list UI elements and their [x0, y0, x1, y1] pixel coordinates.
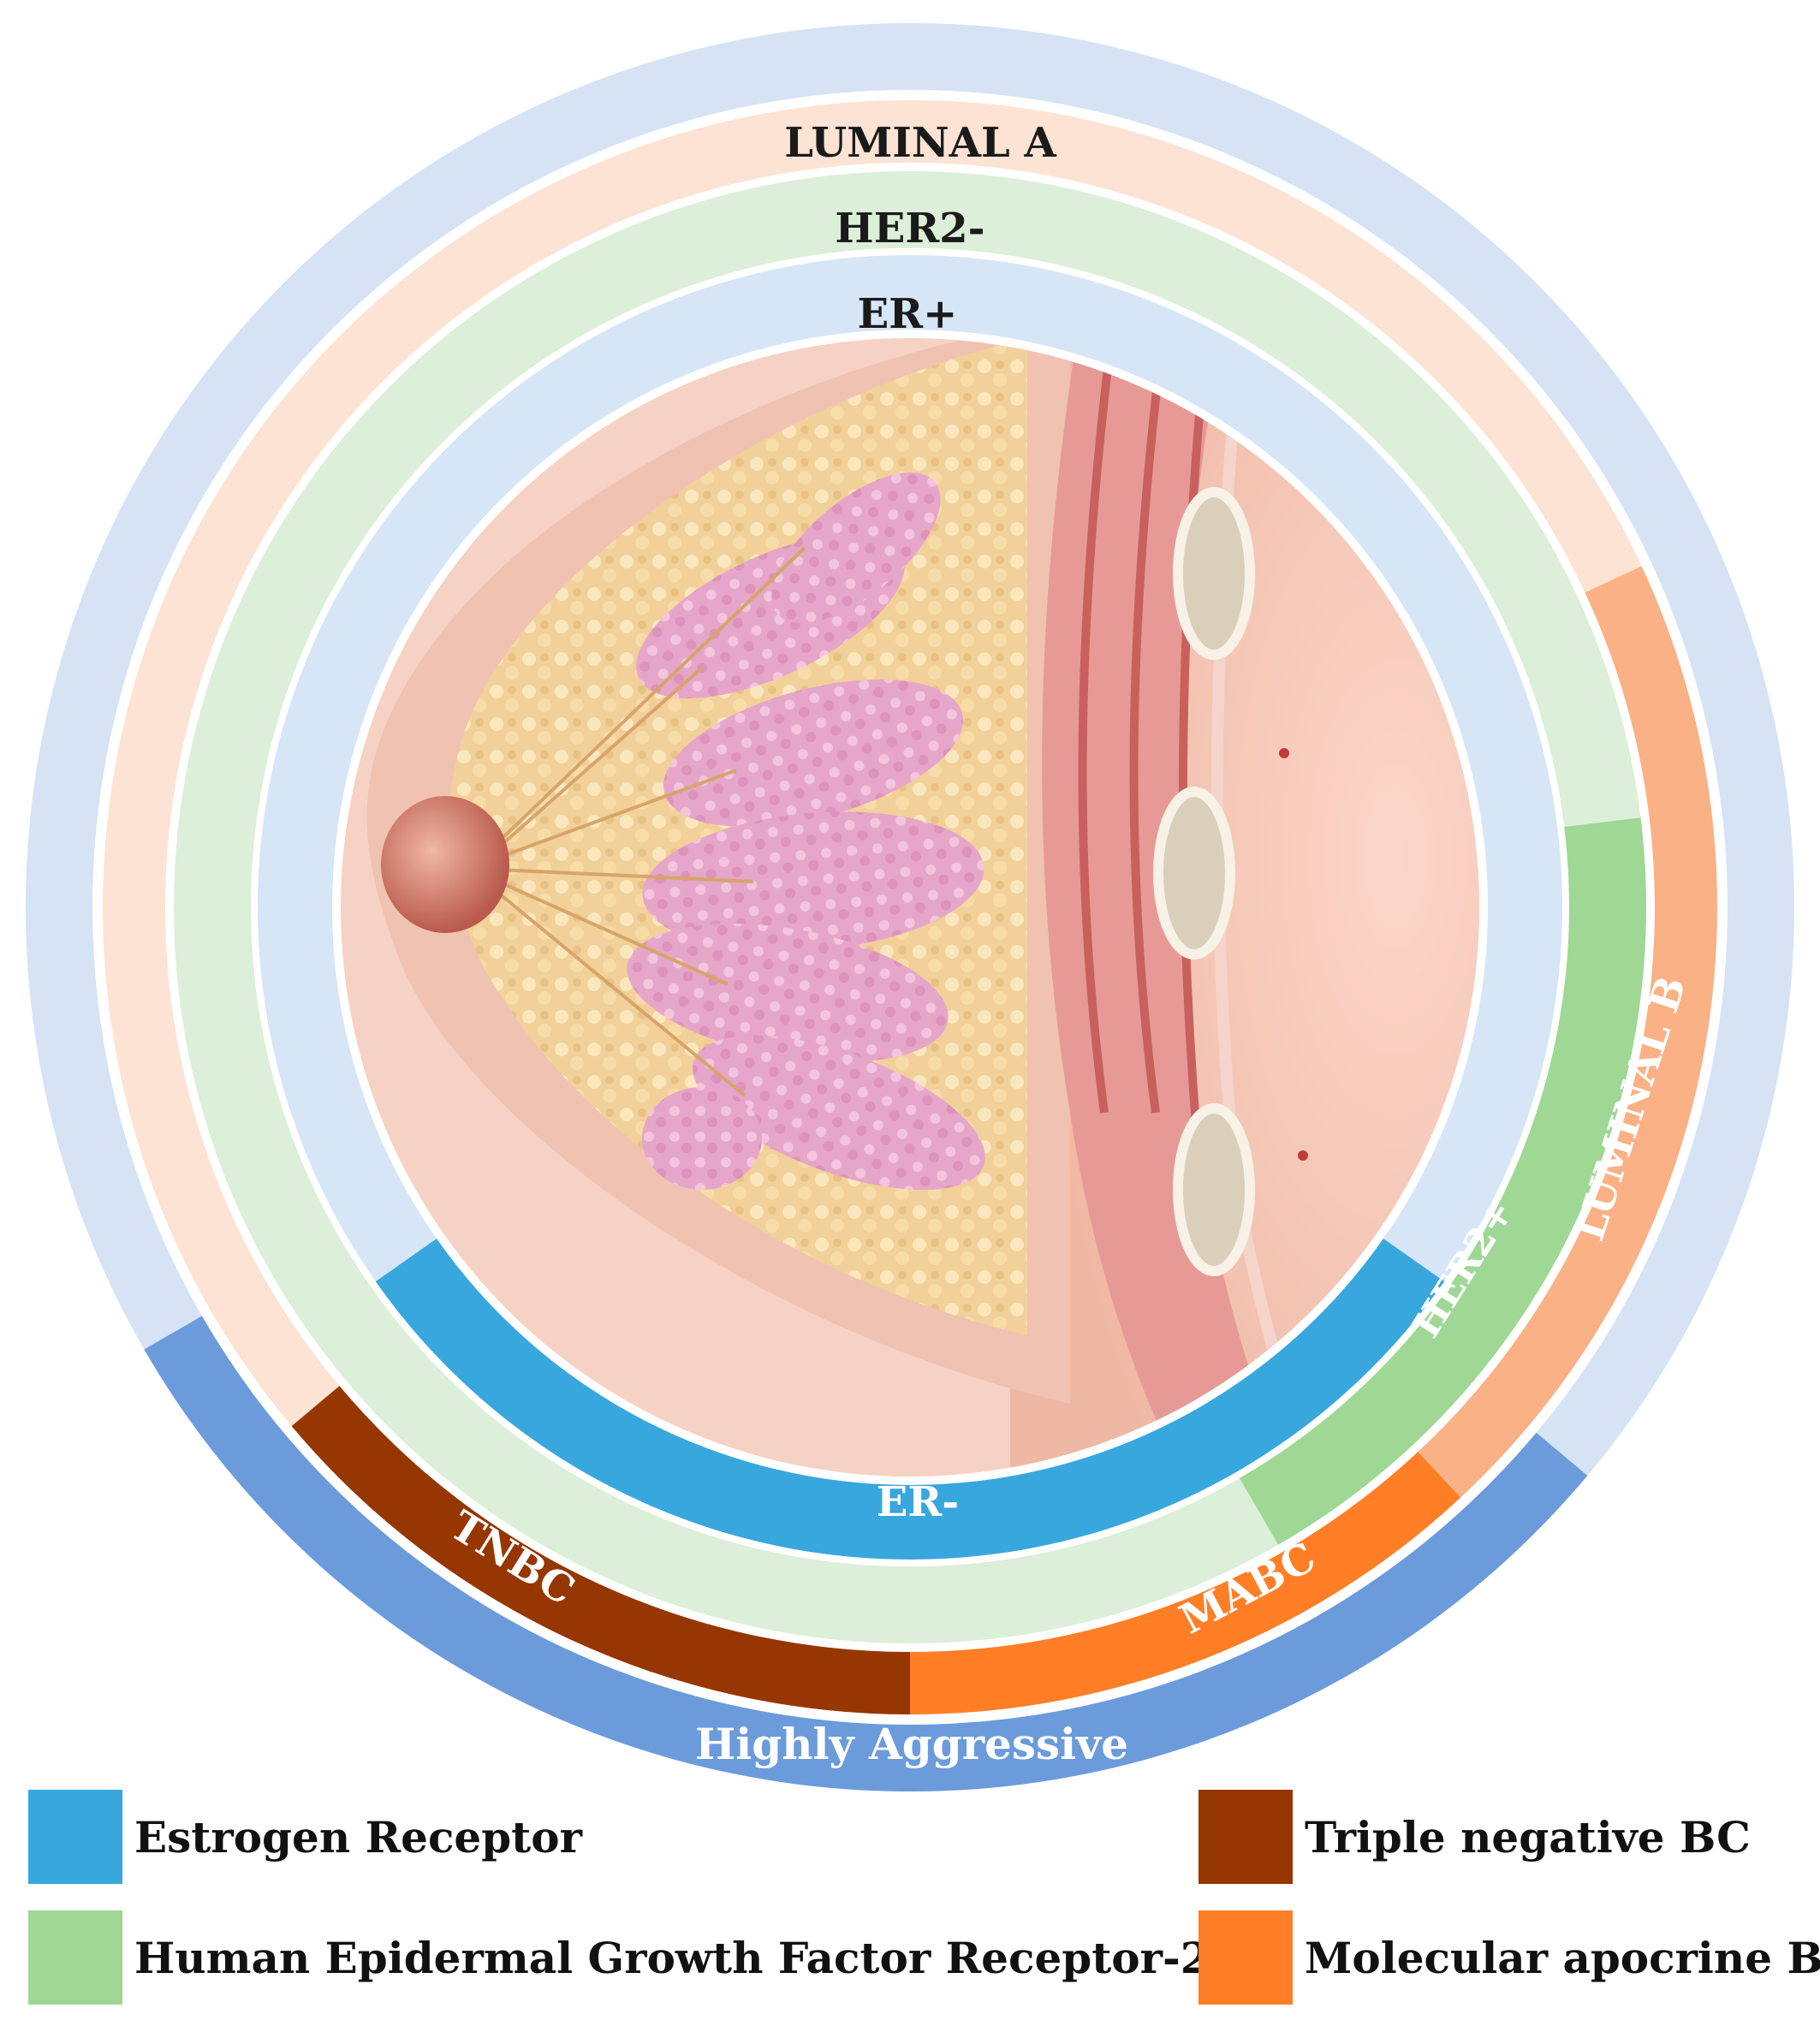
legend-swatch-estrogen-receptor [28, 1790, 122, 1884]
ribs [1153, 487, 1255, 1276]
luminal-a-label: LUMINAL A [784, 119, 1056, 167]
legend-label: Human Epidermal Growth Factor Receptor-2 [134, 1932, 1210, 1983]
er-negative-label: ER- [877, 1478, 959, 1526]
luminal-b-band [1418, 566, 1717, 1498]
legend-item-triple-negative: Triple negative BC [1198, 1790, 1751, 1884]
legend-swatch-triple-negative [1198, 1790, 1293, 1884]
tnbc-band [291, 1386, 910, 1714]
legend-swatch-molecular-apocrine [1198, 1910, 1293, 2005]
er-positive-label: ER+ [858, 290, 958, 338]
legend-item-molecular-apocrine: Molecular apocrine BC [1198, 1910, 1820, 2005]
legend-item-estrogen-receptor: Estrogen Receptor [28, 1790, 582, 1884]
her2-positive-band [1240, 817, 1646, 1545]
legend-item-her2: Human Epidermal Growth Factor Receptor-2 [28, 1910, 1210, 2005]
er-negative-band [375, 1239, 1445, 1560]
legend-label: Estrogen Receptor [134, 1811, 582, 1863]
subtype-rings [26, 23, 1794, 1791]
legend-label: Triple negative BC [1305, 1811, 1751, 1863]
milk-ducts [478, 546, 806, 1097]
mabc-band [910, 1452, 1461, 1714]
legend-label: Molecular apocrine BC [1305, 1932, 1820, 1983]
legend-swatch-her2 [28, 1910, 122, 2005]
mammary-lobes [627, 472, 985, 1191]
highly-aggressive-band [144, 1316, 1588, 1791]
highly-aggressive-label: Highly Aggressive [695, 1719, 1128, 1769]
her2-negative-label: HER2- [835, 205, 984, 253]
breast-anatomy-illustration [341, 338, 1479, 1476]
nipple [381, 796, 509, 933]
